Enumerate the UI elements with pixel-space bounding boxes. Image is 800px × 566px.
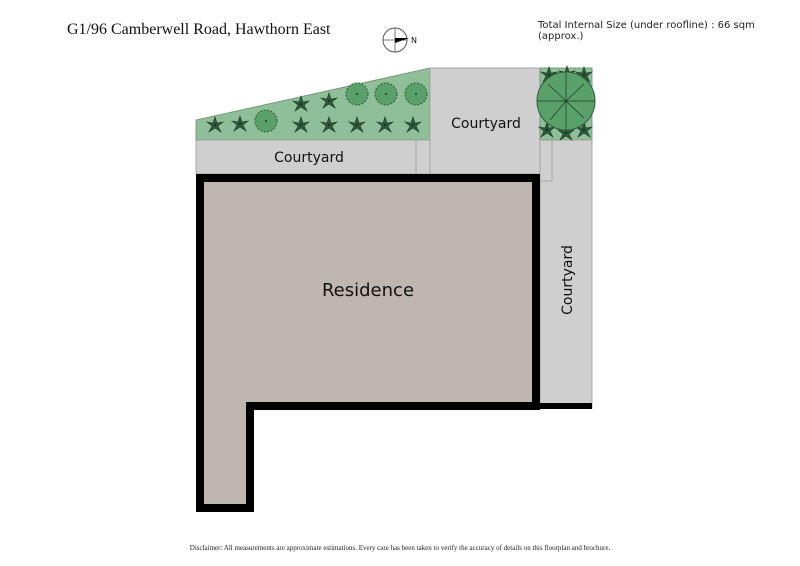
property-address: G1/96 Camberwell Road, Hawthorn East <box>67 21 331 38</box>
compass-north-label: N <box>411 36 417 45</box>
residence-room <box>196 174 540 512</box>
compass-icon <box>382 27 409 53</box>
courtyard-right-label: Courtyard <box>560 245 576 315</box>
tree-icon <box>536 71 596 131</box>
garden-bed <box>195 67 431 141</box>
disclaimer-text: Disclaimer: All measurements are approxi… <box>189 544 611 552</box>
residence-label: Residence <box>322 280 414 301</box>
courtyard-left <box>195 139 431 175</box>
courtyard-top <box>429 67 541 175</box>
total-size-label: Total Internal Size (under roofline) : 6… <box>538 20 755 42</box>
courtyard-left-label: Courtyard <box>274 150 344 166</box>
courtyard-top-label: Courtyard <box>451 116 521 132</box>
